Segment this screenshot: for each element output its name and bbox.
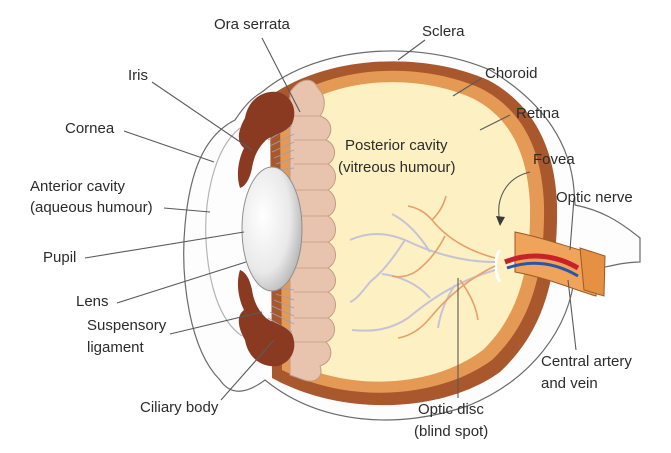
label-central-artery: Central artery xyxy=(541,353,632,370)
label-suspensory: Suspensory xyxy=(87,317,167,334)
label-ciliary-body: Ciliary body xyxy=(140,399,219,416)
central-vein xyxy=(506,261,579,278)
label-posterior-cavity: Posterior cavity xyxy=(345,137,448,154)
label-optic-nerve: Optic nerve xyxy=(556,189,633,206)
label-lens: Lens xyxy=(76,293,109,310)
label-sclera: Sclera xyxy=(422,23,465,40)
label-anterior-cavity: Anterior cavity xyxy=(30,178,126,195)
label-choroid: Choroid xyxy=(485,65,538,82)
label-blind-spot: (blind spot) xyxy=(414,423,488,440)
label-optic-disc: Optic disc xyxy=(418,401,484,418)
vitreous-humour xyxy=(290,82,531,382)
label-iris: Iris xyxy=(128,67,148,84)
label-ora-serrata: Ora serrata xyxy=(214,16,291,33)
label-ligament: ligament xyxy=(87,339,145,356)
retinal-vessels-light xyxy=(349,213,496,332)
label-retina: Retina xyxy=(516,105,560,122)
lens xyxy=(241,166,303,292)
central-artery xyxy=(504,253,580,271)
label-vitreous-humour: (vitreous humour) xyxy=(338,159,456,176)
leader-lines xyxy=(84,37,577,401)
optic-disc xyxy=(494,249,502,283)
cornea-line xyxy=(205,127,243,337)
label-aqueous-humour: (aqueous humour) xyxy=(30,199,153,216)
iris-lower xyxy=(237,270,295,367)
iris-upper xyxy=(237,91,295,188)
label-pupil: Pupil xyxy=(43,249,76,266)
optic-nerve-end xyxy=(579,247,606,297)
label-and-vein: and vein xyxy=(541,375,598,392)
label-fovea: Fovea xyxy=(533,151,575,168)
label-cornea: Cornea xyxy=(65,120,115,137)
retinal-vessels-orange xyxy=(391,195,496,339)
